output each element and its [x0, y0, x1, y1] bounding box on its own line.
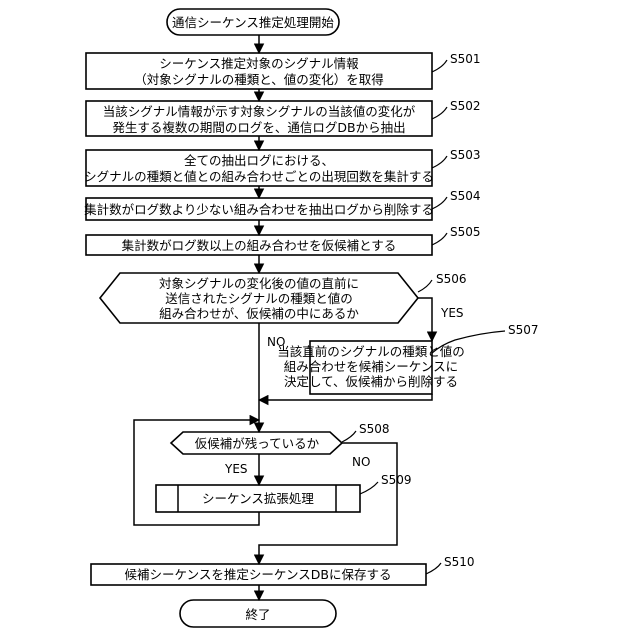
- step-s510-ref: S510: [444, 555, 475, 569]
- step-s507-ref: S507: [508, 323, 539, 337]
- decision-s506-line3: 組み合わせが、仮候補の中にあるか: [159, 306, 359, 321]
- arrow-s506-yes-to-s507: [418, 298, 432, 341]
- decision-s506-yes-label: YES: [440, 306, 464, 320]
- step-s502-leader: [432, 107, 447, 119]
- process-s509-label: シーケンス拡張処理: [202, 491, 314, 506]
- step-s504-label: 集計数がログ数より少ない組み合わせを抽出ログから削除する: [84, 202, 434, 217]
- step-s504-ref: S504: [450, 189, 481, 203]
- decision-s506-line2: 送信されたシグナルの種類と値の: [165, 291, 353, 306]
- decision-s508-ref: S508: [359, 422, 390, 436]
- decision-s508-label: 仮候補が残っているか: [195, 436, 320, 451]
- decision-s508-no-label: NO: [352, 455, 370, 469]
- step-s503-line1: 全ての抽出ログにおける、: [184, 153, 334, 168]
- process-s509-leader: [360, 482, 378, 494]
- step-s504-leader: [432, 197, 447, 209]
- step-s505-label: 集計数がログ数以上の組み合わせを仮候補とする: [122, 238, 397, 253]
- step-s502-line1: 当該シグナル情報が示す対象シグナルの当該値の変化が: [103, 104, 416, 119]
- decision-s506-line1: 対象シグナルの変化後の値の直前に: [159, 276, 359, 291]
- step-s505-ref: S505: [450, 225, 481, 239]
- step-s502-ref: S502: [450, 99, 481, 113]
- step-s503-ref: S503: [450, 148, 481, 162]
- step-s502-line2: 発生する複数の期間のログを、通信ログDBから抽出: [112, 120, 405, 135]
- end-label: 終了: [245, 607, 270, 622]
- step-s510-label: 候補シーケンスを推定シーケンスDBに保存する: [125, 567, 392, 582]
- step-s507-line2: 組み合わせを候補シーケンスに: [284, 359, 458, 374]
- decision-s506-ref: S506: [436, 272, 467, 286]
- step-s505-leader: [432, 233, 447, 245]
- step-s501-leader: [432, 60, 447, 72]
- step-s507-line3: 決定して、仮候補から削除する: [284, 374, 458, 389]
- decision-s508-leader: [342, 431, 356, 442]
- step-s503-line2: シグナルの種類と値との組み合わせごとの出現回数を集計する: [84, 169, 434, 184]
- decision-s508-yes-label: YES: [224, 462, 248, 476]
- step-s501-ref: S501: [450, 52, 481, 66]
- step-s501-line1: シーケンス推定対象のシグナル情報: [159, 56, 359, 71]
- step-s503-leader: [432, 156, 447, 168]
- step-s501-line2: （対象シグナルの種類と、値の変化）を取得: [134, 72, 384, 87]
- arrow-s507-to-merge: [259, 394, 432, 400]
- start-label: 通信シーケンス推定処理開始: [172, 15, 334, 30]
- step-s507-line1: 当該直前のシグナルの種類と値の: [277, 344, 465, 359]
- step-s510-leader: [426, 563, 441, 574]
- decision-s506-leader: [418, 280, 432, 292]
